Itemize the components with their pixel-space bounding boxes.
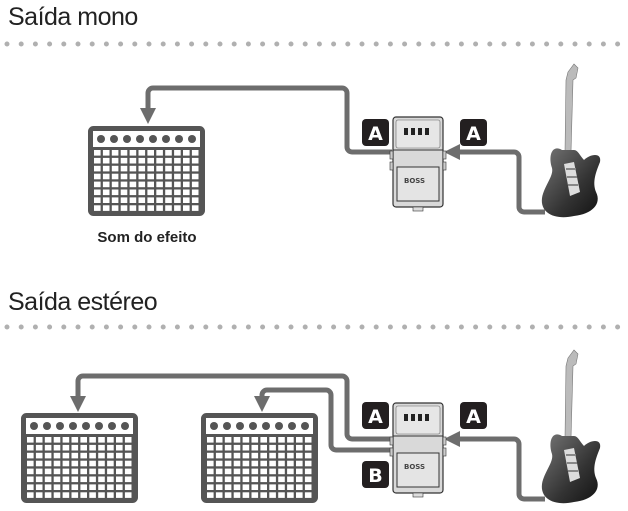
effect-sound-caption: Som do efeito xyxy=(97,229,197,246)
cable-output-b-stereo xyxy=(253,387,392,453)
guitar-icon-mono xyxy=(541,63,601,218)
label-output-a-mono: A xyxy=(362,119,389,146)
pedal-brand-mono: BOSS xyxy=(404,177,425,185)
label-input-a-mono: A xyxy=(460,119,487,146)
cable-input-a-mono xyxy=(443,143,545,215)
amp-left-stereo xyxy=(21,413,138,503)
svg-text:A: A xyxy=(466,123,481,145)
svg-text:A: A xyxy=(466,406,481,428)
label-input-a-stereo: A xyxy=(460,402,487,429)
mono-output-title: Saída mono xyxy=(8,3,138,31)
cable-input-a-stereo xyxy=(443,430,545,502)
svg-text:A: A xyxy=(368,123,383,145)
amp-right-stereo xyxy=(201,413,318,503)
svg-text:A: A xyxy=(368,406,383,428)
stereo-output-title: Saída estéreo xyxy=(8,288,158,316)
amp-mono xyxy=(88,126,205,216)
label-output-a-stereo: A xyxy=(362,402,389,429)
pedal-brand-stereo: BOSS xyxy=(404,463,425,471)
boss-pedal-mono xyxy=(389,116,447,212)
cable-output-a-stereo xyxy=(69,373,392,442)
cable-output-a-mono xyxy=(139,85,392,155)
guitar-icon-stereo xyxy=(541,349,601,504)
label-output-b-stereo: B xyxy=(362,461,389,488)
boss-pedal-stereo xyxy=(389,402,447,498)
svg-text:B: B xyxy=(368,465,382,487)
